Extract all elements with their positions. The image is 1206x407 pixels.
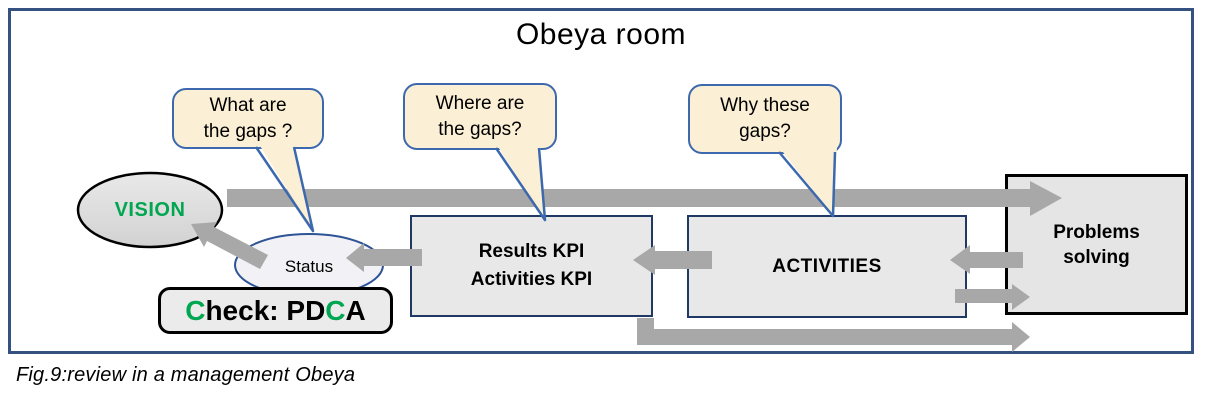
speech-bubble-where-gaps: Where are the gaps? xyxy=(403,83,557,150)
results-kpi-line2: Activities KPI xyxy=(470,269,593,290)
pdca-a: A xyxy=(345,294,366,326)
bubble1-line1: What are xyxy=(209,94,287,116)
problems-line2: solving xyxy=(1063,246,1130,268)
diagram-frame xyxy=(8,8,1194,354)
figure-caption: Fig.9:review in a management Obeya xyxy=(16,364,356,386)
status-label: Status xyxy=(284,257,334,276)
bubble2-line1: Where are xyxy=(435,92,525,114)
speech-bubble-what-gaps: What are the gaps ? xyxy=(172,88,324,149)
pdca-c-green: C xyxy=(325,294,346,326)
check-rest: heck: xyxy=(205,294,287,326)
bubble2-line2: the gaps? xyxy=(438,118,522,140)
speech-bubble-why-gaps: Why these gaps? xyxy=(688,84,842,154)
problems-line1: Problems xyxy=(1053,221,1140,243)
activities-box: ACTIVITIES xyxy=(687,215,967,318)
bubble3-line2: gaps? xyxy=(739,121,791,142)
bubble1-line2: the gaps ? xyxy=(203,120,293,142)
diagram-title: Obeya room xyxy=(515,18,687,51)
vision-label: VISION xyxy=(114,199,186,221)
activities-label: ACTIVITIES xyxy=(772,255,882,277)
problems-solving-box: Problems solving xyxy=(1005,174,1188,315)
pdca-pd: PD xyxy=(286,294,326,326)
bubble3-line1: Why these xyxy=(720,95,810,116)
results-kpi-line1: Results KPI xyxy=(478,241,585,262)
check-c-green: C xyxy=(185,294,206,326)
results-kpi-box: Results KPI Activities KPI xyxy=(410,215,653,317)
